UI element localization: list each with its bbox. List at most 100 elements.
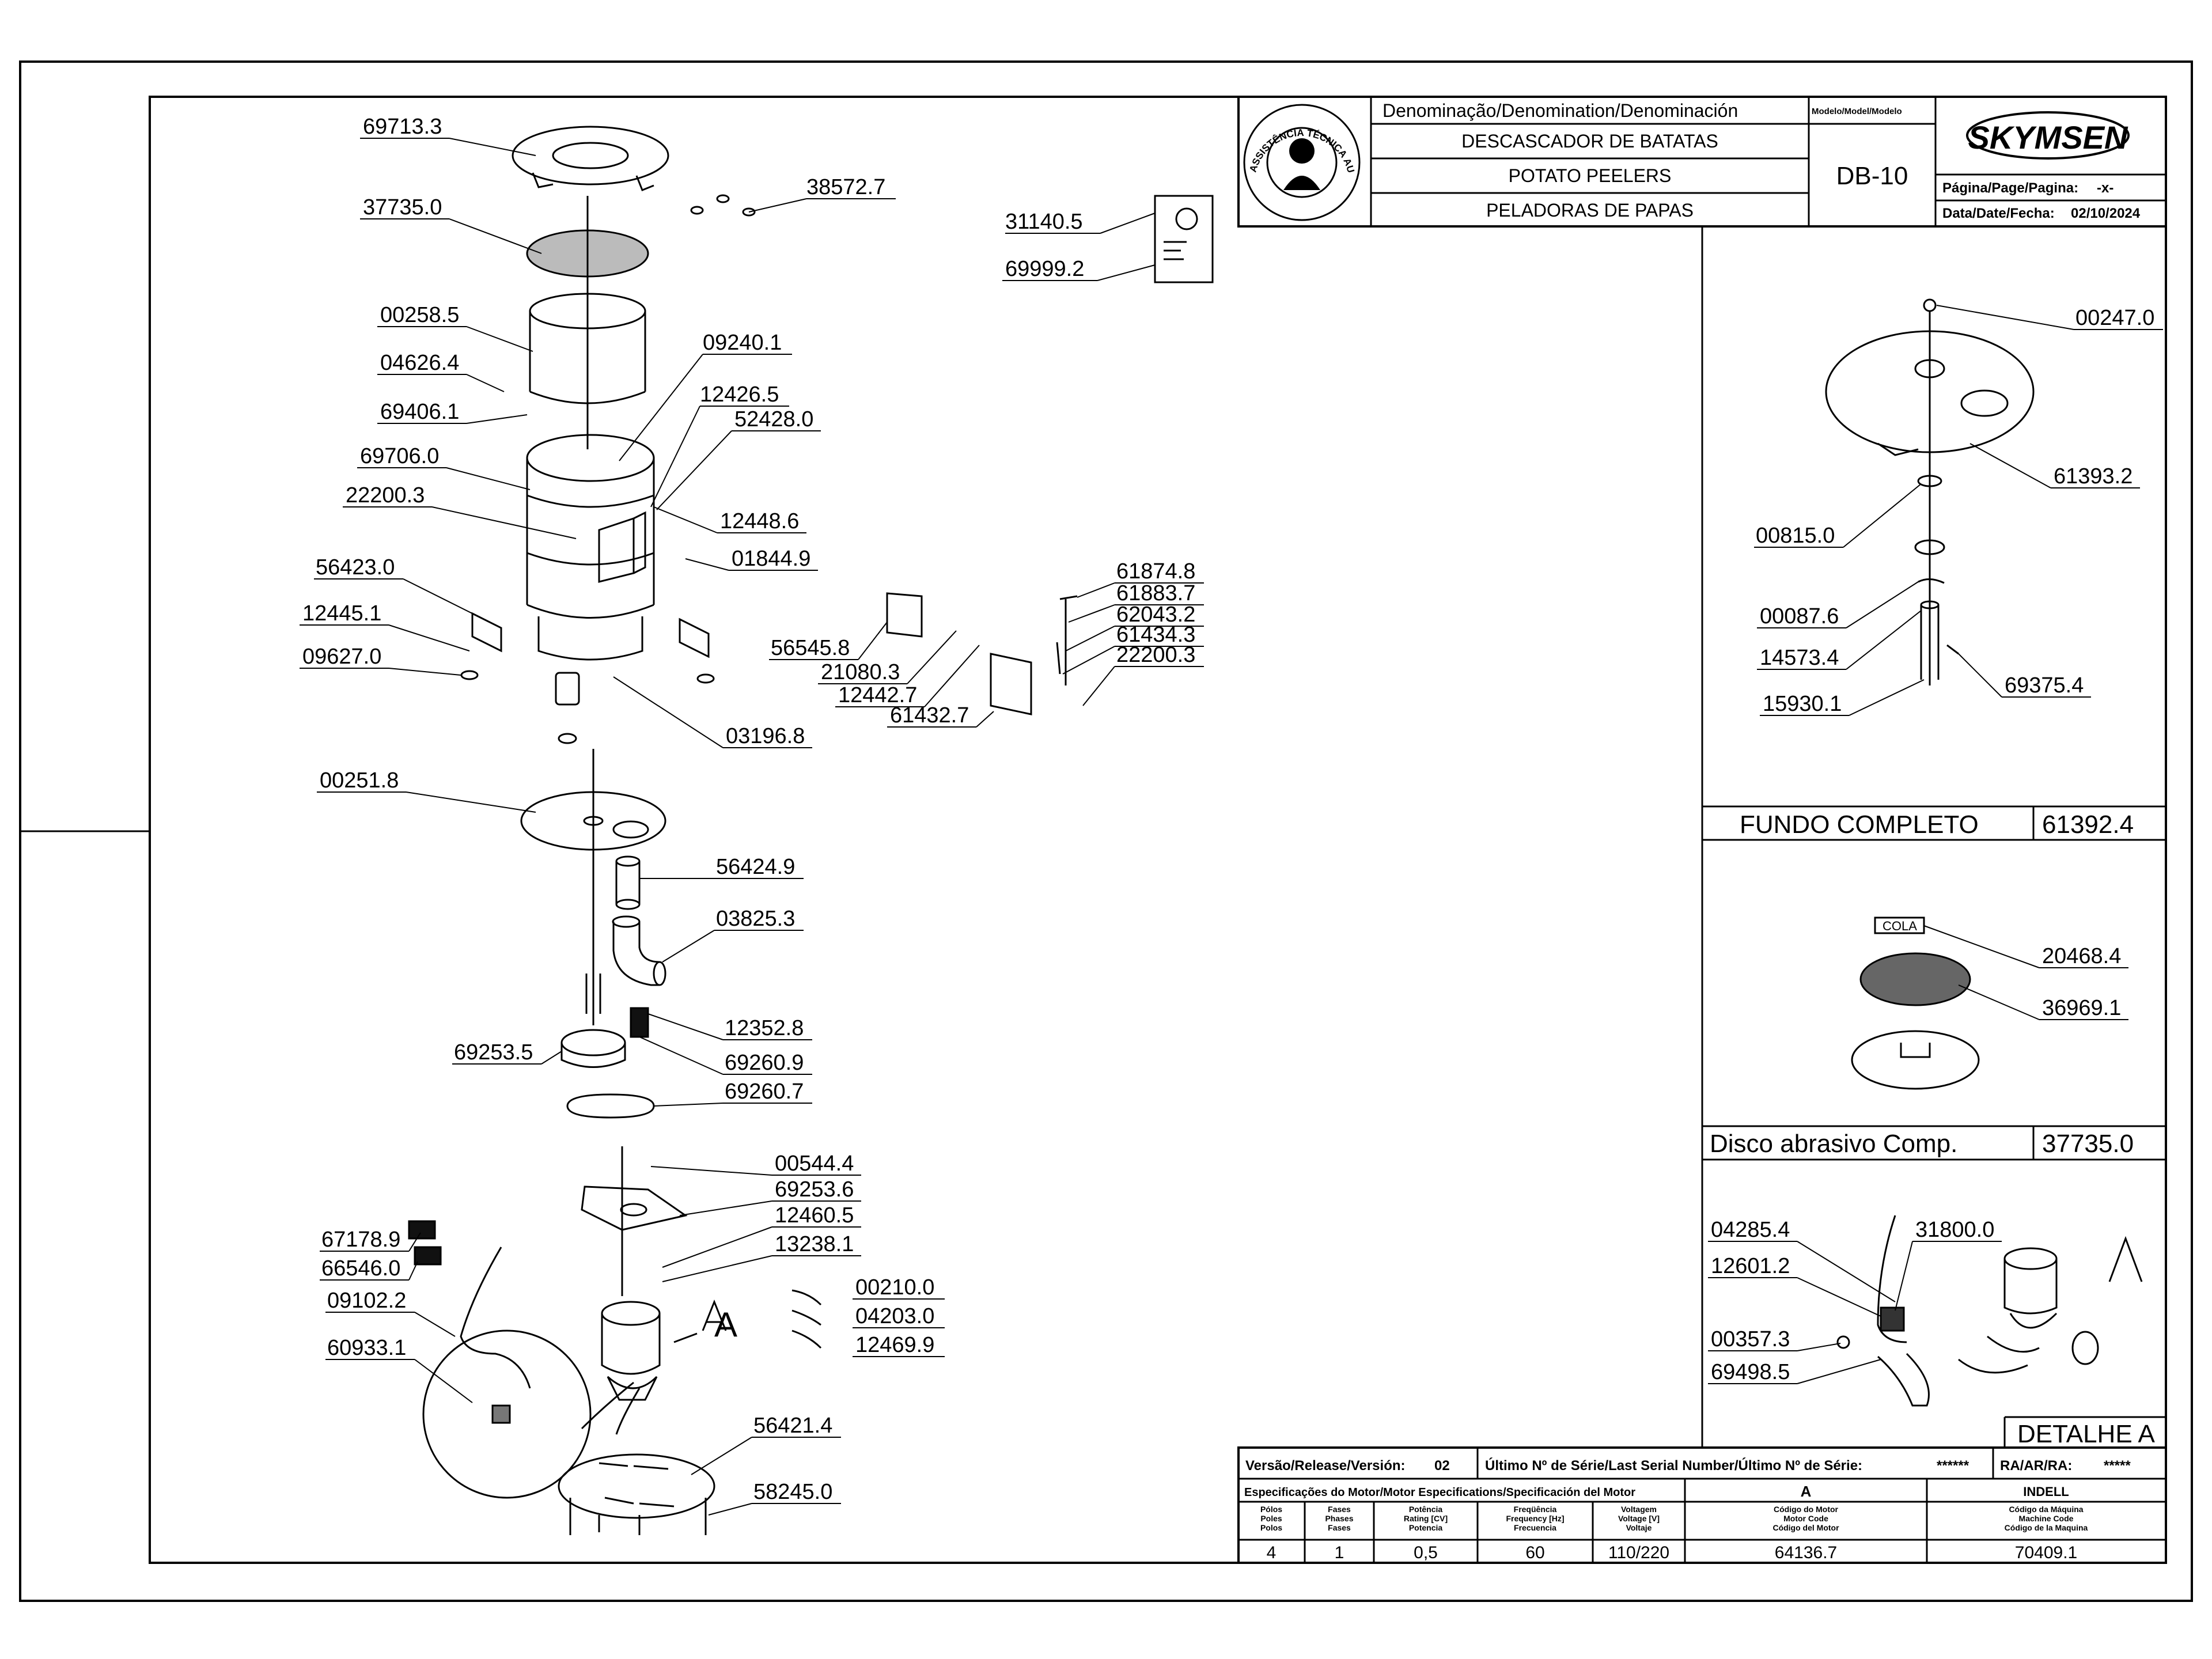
part-number: 52428.0 [734,407,813,431]
part-number: 00544.4 [775,1152,854,1176]
spec-phases: 1 [1335,1543,1344,1562]
part-number: 12469.9 [855,1333,934,1357]
page-label: Página/Page/Pagina: [1942,180,2078,196]
part-number: 09102.2 [327,1289,406,1313]
part-number: 03825.3 [716,907,795,931]
detalhe-callouts: 04285.4 31800.0 12601.2 00357.3 69498.5 … [1708,1218,2155,1448]
callout: 37735.0 [360,195,542,254]
callout: 00357.3 [1708,1327,1841,1351]
part-number: 61874.8 [1116,559,1195,584]
callout: 38572.7 [748,175,896,213]
part-number: 56424.9 [716,855,795,879]
disco-code: 37735.0 [2042,1130,2134,1158]
part-number: 00815.0 [1756,524,1835,548]
page-value: -x- [2097,180,2113,196]
part-number: 00210.0 [855,1275,934,1300]
callout: 22200.3 [343,483,577,539]
model-code: DB-10 [1836,162,1908,190]
title-block: ASSISTÊNCIA TÉCNICA AUTORIZADA Denominaç… [0,0,2167,228]
callout: 52428.0 [656,407,821,510]
svg-text:ASSISTÊNCIA TÉCNICA AUTORIZADA: ASSISTÊNCIA TÉCNICA AUTORIZADA [0,0,1357,174]
callout: 00544.4 [650,1152,861,1176]
part-number: 69253.6 [775,1177,854,1202]
part-number: 13238.1 [775,1232,854,1256]
part-number: 15930.1 [1763,692,1842,716]
part-number: 20468.4 [2042,944,2121,968]
part-number: 00251.8 [320,768,399,793]
callout: 04626.4 [377,351,505,392]
name-pt: DESCASCADOR DE BATATAS [1461,131,1718,151]
callout: 12426.5 [650,382,789,507]
exploded-view [408,126,1214,1535]
name-en: POTATO PEELERS [1509,165,1672,186]
callout: 14573.4 [1757,610,1922,670]
disco-abrasivo-drawing [1851,916,1980,1090]
part-number: 12426.5 [700,382,779,407]
callout: 69713.3 [360,115,536,156]
callout: 09102.2 [325,1289,456,1337]
part-number: 21080.3 [821,660,900,684]
disco-callouts: COLA 20468.4 36969.1 Disco abrasivo Comp… [1710,919,2134,1158]
part-number: 69406.1 [380,400,459,424]
part-number: 69260.7 [725,1080,804,1104]
model-header: Modelo/Model/Modelo [1812,107,1902,116]
part-number: 62043.2 [1116,603,1195,627]
part-number: 01844.9 [732,547,810,571]
callout: 69260.9 [639,1036,812,1075]
callout: 31140.5 [1005,210,1156,234]
part-number: 60933.1 [327,1336,406,1360]
part-number: 31800.0 [1915,1218,1994,1242]
part-number: 00087.6 [1760,604,1839,628]
callout: 00251.8 [317,768,536,813]
part-number: 38572.7 [806,175,885,199]
callout: 09627.0 [300,645,461,676]
part-number: 58245.0 [753,1480,832,1504]
spec-voltage: 110/220 [1608,1543,1669,1562]
callout: 67178.9 [320,1228,421,1252]
callout: 12469.9 [853,1333,945,1357]
main-callouts: 69713.3 38572.7 37735.0 31140.5 69999.2 … [300,115,1204,1516]
motor-letter: A [1801,1483,1812,1500]
callout: 69498.5 [1708,1359,1881,1384]
part-number: 61432.7 [890,703,969,728]
callout: 04203.0 [853,1304,945,1328]
fundo-callouts: 00247.0 61393.2 00815.0 00087.6 14573.4 … [1740,305,2163,839]
version-label: Versão/Release/Versión: [1245,1458,1406,1474]
part-number: 03196.8 [726,724,805,748]
callout: 60933.1 [325,1336,473,1403]
callout: 00258.5 [377,303,533,352]
callout: 12442.7 [835,645,980,707]
callout: 69253.6 [679,1177,861,1216]
serial-value: ****** [1937,1458,1969,1474]
part-number: 12442.7 [838,683,917,707]
part-number: 61883.7 [1116,581,1195,605]
spec-machine-code: 70409.1 [2015,1543,2077,1562]
part-number: 04285.4 [1711,1218,1790,1242]
part-number: 36969.1 [2042,996,2121,1020]
denomination-header: Denominação/Denomination/Denominación [1382,100,1738,121]
part-number: 00357.3 [1711,1327,1790,1351]
serial-label: Último Nº de Série/Last Serial Number/Úl… [1485,1457,1862,1474]
part-number: 12448.6 [720,509,799,533]
part-number: 12352.8 [725,1016,804,1040]
callout: 62043.2 [1065,603,1204,652]
part-number: 09240.1 [703,331,782,355]
callout: 61432.7 [887,703,994,728]
part-number: 22200.3 [1116,643,1195,667]
callout: 58245.0 [708,1480,841,1516]
callout: 20468.4 [1923,925,2128,968]
part-number: 04626.4 [380,351,459,375]
callout: 21080.3 [818,630,957,684]
callout: 56421.4 [691,1414,841,1475]
part-number: 61393.2 [2054,464,2133,488]
part-number: 31140.5 [1005,210,1083,234]
part-number: 04203.0 [855,1304,934,1328]
callout: 36969.1 [1958,984,2128,1020]
callout: 03825.3 [662,907,804,963]
part-number: 69260.9 [725,1051,804,1075]
